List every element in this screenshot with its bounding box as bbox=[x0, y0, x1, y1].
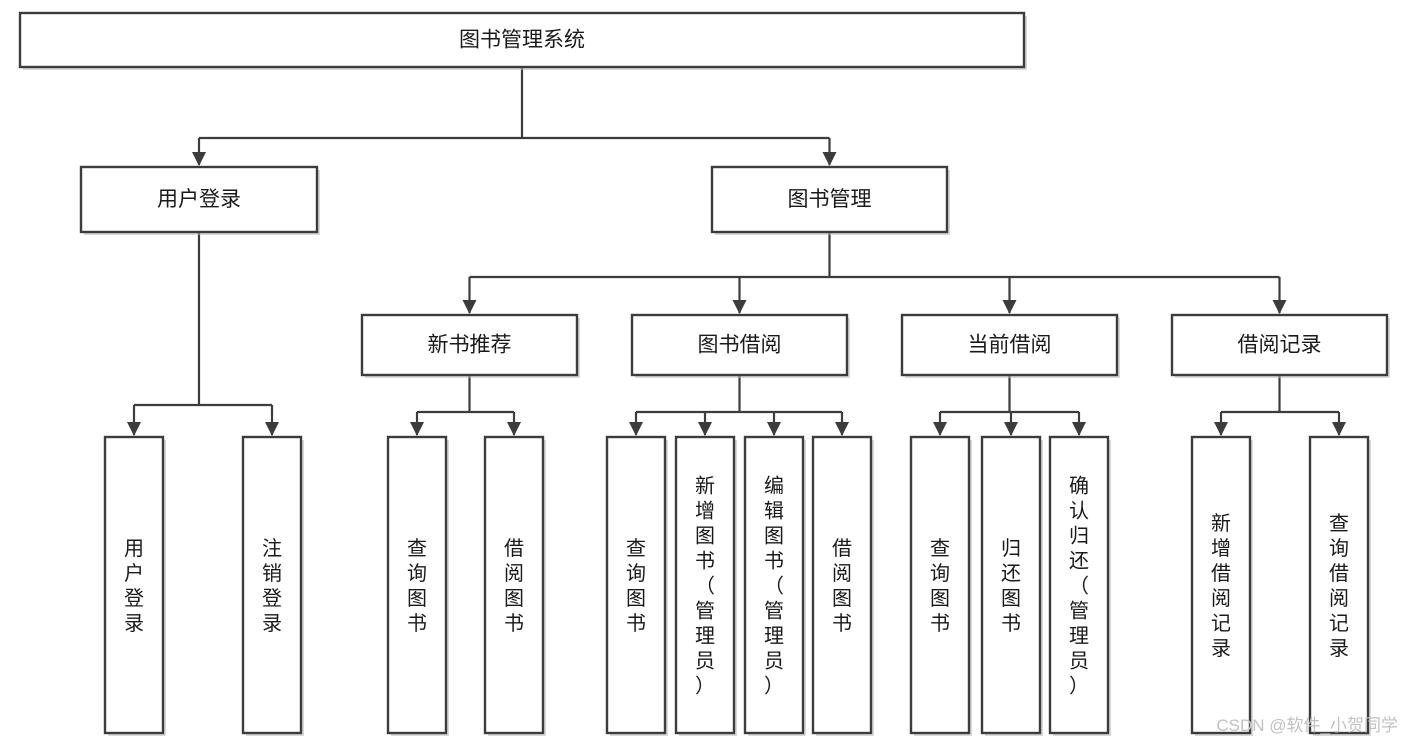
node-rect[interactable] bbox=[1170, 313, 1389, 377]
node-label: 查询图书 bbox=[930, 537, 950, 635]
node-leaf-0-用户登录[interactable]: 用户登录 bbox=[103, 435, 166, 736]
node-l2-当前借阅[interactable]: 当前借阅 bbox=[900, 313, 1120, 378]
node-label: 注销登录 bbox=[262, 537, 282, 635]
node-leaf-9-归还图书[interactable]: 归还图书 bbox=[980, 435, 1043, 736]
node-label: 当前借阅 bbox=[968, 334, 1052, 357]
arrow-head-icon bbox=[1004, 422, 1018, 436]
node-label: 查询图书 bbox=[626, 537, 646, 635]
node-leaf-3-借阅图书[interactable]: 借阅图书 bbox=[483, 435, 546, 736]
node-rect[interactable] bbox=[483, 435, 545, 735]
node-rect[interactable] bbox=[710, 165, 949, 234]
node-rect[interactable] bbox=[360, 313, 579, 377]
arrow-head-icon bbox=[933, 422, 947, 436]
node-l2-借阅记录[interactable]: 借阅记录 bbox=[1170, 313, 1390, 378]
arrow-head-icon bbox=[1272, 300, 1287, 314]
node-label: 新增借阅记录 bbox=[1211, 512, 1231, 660]
node-label: 用户登录 bbox=[124, 538, 144, 635]
node-rect[interactable] bbox=[674, 435, 736, 735]
node-label: 借阅图书 bbox=[832, 537, 852, 635]
node-root-图书管理系统[interactable]: 图书管理系统 bbox=[18, 11, 1027, 70]
node-rect[interactable] bbox=[909, 435, 971, 735]
node-leaf-8-查询图书[interactable]: 查询图书 bbox=[909, 435, 972, 736]
node-leaf-10-确认归还管理员[interactable]: 确认归还（管理员） bbox=[1048, 435, 1111, 736]
node-rect[interactable] bbox=[980, 435, 1042, 735]
node-rect[interactable] bbox=[241, 435, 303, 735]
arrow-head-icon bbox=[127, 422, 141, 436]
node-label: 新增图书（管理员） bbox=[695, 475, 715, 698]
arrow-head-icon bbox=[265, 422, 279, 436]
node-label: 用户登录 bbox=[157, 188, 241, 211]
node-rect[interactable] bbox=[18, 11, 1026, 69]
node-label: 新书推荐 bbox=[428, 334, 512, 357]
node-label: 图书借阅 bbox=[698, 334, 782, 357]
node-rect[interactable] bbox=[605, 435, 667, 735]
arrow-head-icon bbox=[698, 422, 712, 436]
node-label: 查询图书 bbox=[407, 537, 427, 635]
node-label: 借阅记录 bbox=[1238, 334, 1322, 357]
node-leaf-5-新增图书管理员[interactable]: 新增图书（管理员） bbox=[674, 435, 737, 736]
node-leaf-11-新增借阅记录[interactable]: 新增借阅记录 bbox=[1190, 435, 1253, 736]
arrow-head-icon bbox=[1332, 422, 1346, 436]
node-label: 图书管理系统 bbox=[459, 29, 585, 52]
node-l1-图书管理[interactable]: 图书管理 bbox=[710, 165, 950, 235]
arrow-head-icon bbox=[462, 300, 477, 314]
node-rect[interactable] bbox=[1190, 435, 1252, 735]
node-rect[interactable] bbox=[386, 435, 448, 735]
node-rect[interactable] bbox=[811, 435, 873, 735]
node-label: 借阅图书 bbox=[504, 537, 524, 635]
arrow-head-icon bbox=[1072, 422, 1086, 436]
node-rect[interactable] bbox=[900, 313, 1119, 377]
node-rect[interactable] bbox=[79, 165, 319, 234]
node-l1-用户登录[interactable]: 用户登录 bbox=[79, 165, 320, 235]
node-leaf-1-注销登录[interactable]: 注销登录 bbox=[241, 435, 304, 736]
node-leaf-4-查询图书[interactable]: 查询图书 bbox=[605, 435, 668, 736]
node-rect[interactable] bbox=[103, 435, 165, 735]
node-leaf-6-编辑图书管理员[interactable]: 编辑图书（管理员） bbox=[743, 435, 806, 736]
node-rect[interactable] bbox=[1308, 435, 1370, 735]
node-l2-图书借阅[interactable]: 图书借阅 bbox=[630, 313, 850, 378]
arrow-head-icon bbox=[822, 152, 837, 166]
arrow-head-icon bbox=[732, 300, 747, 314]
node-rect[interactable] bbox=[743, 435, 805, 735]
node-label: 图书管理 bbox=[788, 188, 872, 211]
arrow-head-icon bbox=[767, 422, 781, 436]
node-label: 归还图书 bbox=[1001, 537, 1021, 635]
node-leaf-7-借阅图书[interactable]: 借阅图书 bbox=[811, 435, 874, 736]
connector-layer bbox=[127, 67, 1346, 436]
node-rect[interactable] bbox=[630, 313, 849, 377]
node-label: 确认归还（管理员） bbox=[1069, 475, 1089, 698]
node-leaf-12-查询借阅记录[interactable]: 查询借阅记录 bbox=[1308, 435, 1371, 736]
arrow-head-icon bbox=[192, 152, 206, 166]
arrow-head-icon bbox=[507, 422, 521, 436]
node-rect[interactable] bbox=[1048, 435, 1110, 735]
arrow-head-icon bbox=[1214, 422, 1228, 436]
arrow-head-icon bbox=[1002, 300, 1017, 314]
node-l2-新书推荐[interactable]: 新书推荐 bbox=[360, 313, 580, 378]
watermark-label: CSDN @软件_小贺同学 bbox=[1216, 716, 1398, 735]
arrow-head-icon bbox=[410, 422, 424, 436]
node-label: 查询借阅记录 bbox=[1329, 512, 1349, 660]
node-label: 编辑图书（管理员） bbox=[764, 475, 784, 698]
node-layer: 图书管理系统用户登录图书管理新书推荐图书借阅当前借阅借阅记录用户登录注销登录查询… bbox=[18, 11, 1390, 736]
arrow-head-icon bbox=[835, 422, 849, 436]
node-leaf-2-查询图书[interactable]: 查询图书 bbox=[386, 435, 449, 736]
arrow-head-icon bbox=[629, 422, 643, 436]
